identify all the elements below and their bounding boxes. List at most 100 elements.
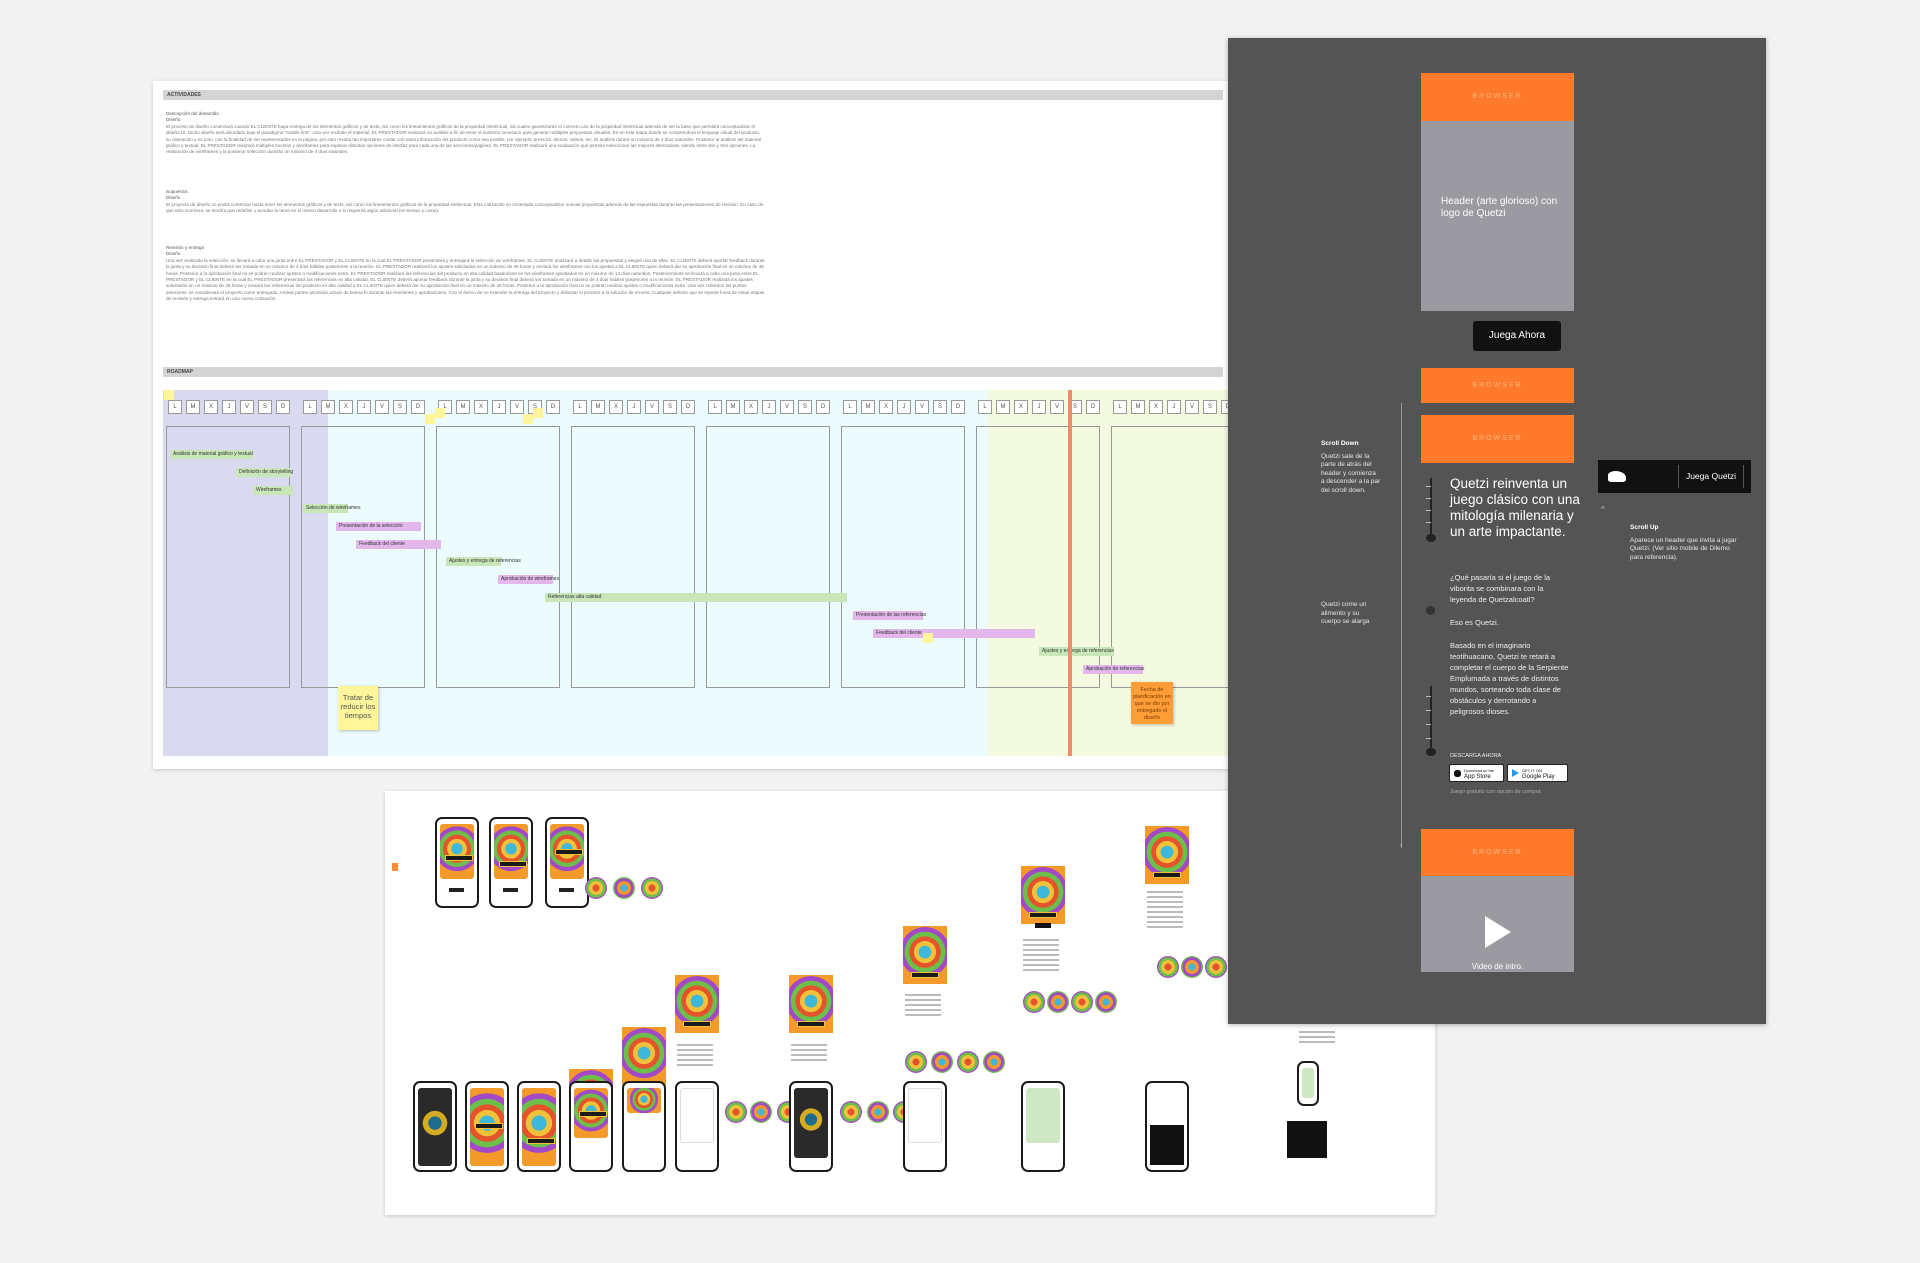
intro-line: Eso es Quetzi. [1450,618,1499,627]
day-cell: M [186,400,200,414]
app-store-button[interactable]: Download on the App Store [1449,764,1504,782]
scroll-up-note: Scroll Up Aparece un header que invita a… [1630,524,1740,562]
play-quetzi-button[interactable]: Juega Quetzi [1678,465,1744,488]
day-cell: J [627,400,641,414]
day-cell: S [663,400,677,414]
day-cell: X [744,400,758,414]
text-column [905,994,941,1019]
header-placeholder-text: Header (arte glorioso) con logo de Quetz… [1441,196,1558,219]
google-play-button[interactable]: GET IT ON Google Play [1507,764,1568,782]
task-bar[interactable]: Wireframes [253,486,293,495]
day-cell: M [996,400,1010,414]
day-cell: D [1086,400,1100,414]
task-bar[interactable]: Presentación de las referencias [853,611,926,620]
task-bar[interactable]: Ajustes y entrega de referencias [1039,647,1114,656]
phone-mockup[interactable] [517,1081,561,1172]
quetzi-logo [555,849,583,855]
phone-mockup[interactable] [545,817,589,908]
task-bar[interactable]: Aprobación de wireframes [498,575,559,584]
week-frame [436,426,560,688]
week-frame [706,426,830,688]
quetzi-logo [527,1138,555,1144]
mandala-icon [1157,956,1179,978]
poster-art [622,1027,666,1085]
browser-bar: BROWSER [1421,368,1574,403]
video-placeholder[interactable]: Video de intro. [1421,876,1574,972]
google-play-small: GET IT ON [1522,768,1542,773]
day-cell: S [1203,400,1217,414]
sticky-marker[interactable] [425,414,435,424]
day-cell: X [339,400,353,414]
phone-mockup[interactable] [622,1081,666,1172]
quetzi-logo [911,972,939,978]
mandala-icon [1181,956,1203,978]
sticky-marker[interactable] [435,408,445,418]
phone-mockup[interactable] [435,817,479,908]
phone-screen [794,1088,828,1158]
quetzi-logo [1029,912,1057,918]
task-bar[interactable]: Definición de storytelling [236,468,293,477]
phone-mockup[interactable] [413,1081,457,1172]
scroll-arrow-icon: ⌄ [1398,841,1404,848]
mandala-icon [931,1051,953,1073]
quetzi-logo [579,1111,607,1117]
phone-mockup[interactable] [1145,1081,1189,1172]
day-cell: S [393,400,407,414]
scroll-down-title: Scroll Down [1321,440,1359,447]
day-cell: X [609,400,623,414]
phone-mockup[interactable] [789,1081,833,1172]
phone-mockup[interactable] [1021,1081,1065,1172]
play-store-icon [1512,769,1519,777]
play-icon[interactable] [1485,916,1511,948]
day-cell: V [915,400,929,414]
task-label: Feedback del cliente [359,541,405,547]
task-label: Presentación de la selección [339,523,403,529]
task-bar[interactable]: Presentación de la selección [336,522,421,531]
day-cell: L [168,400,182,414]
phone-cta [503,888,518,892]
text-column [1147,891,1183,931]
wireframe-panel: BROWSER Header (arte glorioso) con logo … [1228,38,1766,1024]
block-text: El proyecto de diseño no podrá comenzar … [166,201,764,214]
task-bar[interactable]: Selección de wireframes [303,504,360,513]
task-bar[interactable]: Referencias alta calidad [545,593,847,602]
scroll-down-note: Scroll Down Quetzi sale de la parte de a… [1321,440,1381,495]
sticky-header[interactable]: Juega Quetzi [1598,460,1751,493]
sticky-marker[interactable] [923,633,933,643]
phone-cta [449,888,464,892]
text-column [1023,939,1059,974]
sticky-note-reduce-times[interactable]: Tratar de reducir los tiempos [338,686,378,730]
sticky-marker[interactable] [533,408,543,418]
phone-mockup[interactable] [465,1081,509,1172]
day-cell: X [1149,400,1163,414]
mandala-icon [1023,991,1045,1013]
phone-mockup[interactable] [903,1081,947,1172]
video-block [1150,1125,1184,1165]
phone-screen [908,1088,942,1143]
video-block [1287,1121,1327,1158]
task-bar[interactable]: Ajustes y entrega de referencias [446,557,521,566]
day-cell: D [681,400,695,414]
phone-screen [440,824,474,879]
phone-mockup[interactable] [489,817,533,908]
sticky-marker[interactable] [164,390,174,400]
chevron-up-icon: ^ [1601,505,1605,514]
sticky-marker[interactable] [523,414,533,424]
phone-mockup[interactable] [1297,1061,1319,1106]
mandala-icon [1047,991,1069,1013]
day-cell: X [204,400,218,414]
play-now-button[interactable]: Juega Ahora [1473,321,1561,351]
task-bar[interactable]: Aprobación de referencias [1083,665,1144,674]
task-bar[interactable]: Feedback del cliente [356,540,441,549]
phone-mockup[interactable] [569,1081,613,1172]
day-cell: J [492,400,506,414]
task-bar[interactable]: Feedback del cliente [873,629,1035,638]
day-cell: X [879,400,893,414]
phone-mockup[interactable] [675,1081,719,1172]
day-cell: V [1185,400,1199,414]
mandala-icon [983,1051,1005,1073]
task-bar[interactable]: Análisis de material gráfico y textual [170,450,253,459]
mandala-icon [641,877,663,899]
sticky-note-delivery-date[interactable]: Fecha de planificación en que se dio por… [1131,682,1173,724]
phone-screen [680,1088,714,1143]
